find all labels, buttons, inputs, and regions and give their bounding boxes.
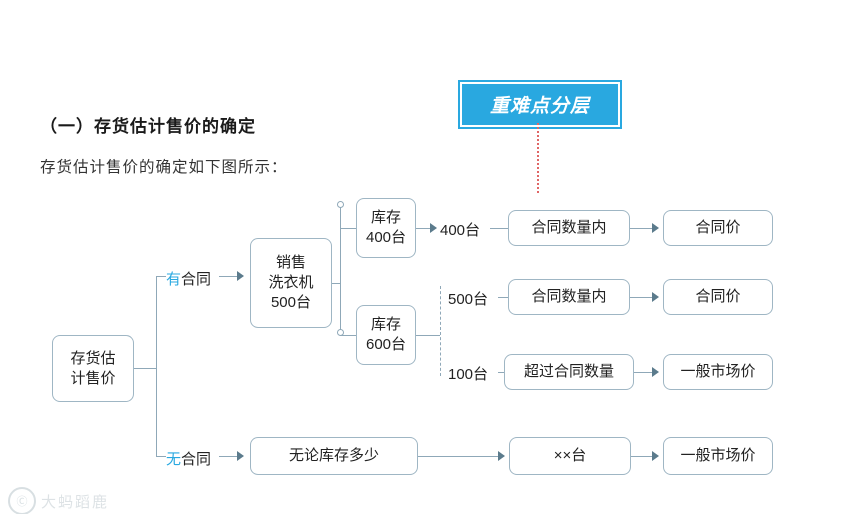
node-contract-price-2: 合同价 (663, 279, 773, 315)
watermark: Ⓒ 大蚂蹈鹿 (8, 487, 109, 515)
branch-label-no-contract-suffix: 合同 (181, 451, 212, 468)
watermark-text: 大蚂蹈鹿 (41, 493, 110, 511)
connector-sales-split (340, 204, 341, 332)
connector-qty400-to-box (490, 228, 508, 229)
node-within-contract-1: 合同数量内 (508, 210, 630, 246)
split-dot-top (337, 201, 344, 208)
arrow-xx-to-market (652, 451, 659, 461)
connector-sales-out (332, 283, 340, 284)
node-stock-400: 库存 400台 (356, 198, 416, 258)
label-qty-500: 500台 (448, 291, 489, 308)
branch-label-no-contract-prefix: 无 (166, 451, 182, 468)
connector-root-split (156, 276, 157, 456)
branch-label-has-contract: 有合同 (166, 268, 211, 289)
emphasis-badge: 重难点分层 (460, 82, 620, 127)
connector-stock600-out (416, 335, 430, 336)
branch-label-has-contract-suffix: 合同 (181, 271, 212, 288)
label-qty-100: 100台 (448, 366, 489, 383)
connector-within1-out (630, 228, 652, 229)
connector-xx-out (631, 456, 652, 457)
connector-stock400-out (416, 228, 430, 229)
arrow-branch1-to-sales (237, 271, 244, 281)
node-market-price-1: 一般市场价 (663, 354, 773, 390)
watermark-logo-icon: Ⓒ (8, 487, 36, 515)
connector-within2-out (630, 297, 652, 298)
node-market-price-2: 一般市场价 (663, 437, 773, 475)
bottom-edge (0, 514, 853, 525)
node-contract-price-1: 合同价 (663, 210, 773, 246)
connector-root-out (134, 368, 156, 369)
node-over-contract: 超过合同数量 (504, 354, 634, 390)
connector-branch1-in (156, 276, 166, 277)
connector-over-out (634, 372, 652, 373)
connector-to-stock400 (340, 228, 356, 229)
branch-label-has-contract-prefix: 有 (166, 271, 182, 288)
arrow-within1-to-price (652, 223, 659, 233)
connector-to-stock600 (340, 335, 356, 336)
lead-in-text: 存货估计售价的确定如下图所示： (40, 159, 288, 176)
connector-branch1-to-sales (219, 276, 237, 277)
node-root: 存货估 计售价 (52, 335, 134, 402)
connector-anystock-out (418, 456, 498, 457)
arrow-branch2-to-box (237, 451, 244, 461)
branch-label-no-contract: 无合同 (166, 448, 211, 469)
node-any-stock: 无论库存多少 (250, 437, 418, 475)
arrow-stock400-qty (430, 223, 437, 233)
arrow-over-to-market (652, 367, 659, 377)
section-title: （一）存货估计售价的确定 (40, 117, 256, 136)
label-qty-400: 400台 (440, 222, 481, 239)
connector-qty100-to-box (498, 372, 504, 373)
connector-branch2-in (156, 456, 166, 457)
node-xx-units: ××台 (509, 437, 631, 475)
connector-branch2-to-box (219, 456, 237, 457)
node-within-contract-2: 合同数量内 (508, 279, 630, 315)
badge-connector-dotted-line (537, 123, 539, 193)
arrow-anystock-to-xx (498, 451, 505, 461)
connector-stock600-split-dashed (440, 286, 441, 376)
connector-stock600-join (430, 335, 440, 336)
node-sales: 销售 洗衣机 500台 (250, 238, 332, 328)
connector-qty500-to-box (498, 297, 508, 298)
node-stock-600: 库存 600台 (356, 305, 416, 365)
arrow-within2-to-price (652, 292, 659, 302)
